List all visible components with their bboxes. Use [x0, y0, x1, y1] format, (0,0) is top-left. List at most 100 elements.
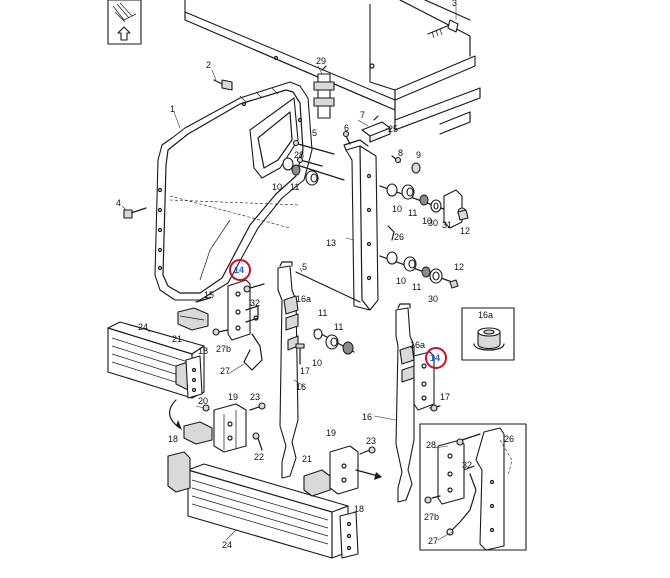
part-17-bolt-left — [295, 343, 305, 365]
label-6: 6 — [344, 123, 349, 133]
up-arrow-icon — [117, 26, 131, 41]
part-16-hanger-left — [277, 261, 299, 479]
part-19-hinge-bracket-lower — [329, 445, 359, 495]
label-16a-detail: 16a — [478, 310, 493, 320]
label-21-upper: 21 — [172, 334, 182, 344]
label-27b-main: 27b — [216, 344, 231, 354]
highlight-ring-14-right[interactable] — [425, 347, 447, 369]
part-21-pad-upper — [177, 307, 209, 331]
label-18-lower-right: 18 — [354, 504, 364, 514]
label-11-d: 11 — [334, 322, 343, 332]
label-28-detail: 28 — [426, 440, 436, 450]
bushing-set-lower — [313, 328, 355, 355]
part-27b-bolt — [212, 328, 229, 336]
label-17-right: 17 — [440, 392, 450, 402]
label-30-upper: 30 — [428, 218, 438, 228]
label-26-main: 26 — [394, 232, 404, 242]
label-9: 9 — [416, 150, 421, 160]
label-16a-left: 16a — [296, 294, 311, 304]
part-22-bolt — [252, 432, 263, 451]
label-27-main: 27 — [220, 366, 230, 376]
part-5-bolt-upper — [292, 139, 335, 155]
label-18-lower-left: 18 — [168, 434, 178, 444]
label-18-upper: 18 — [198, 346, 208, 356]
label-16-left: 16 — [296, 382, 306, 392]
detail-inset-hinge[interactable] — [419, 423, 527, 551]
part-26-clip — [387, 225, 395, 241]
part-28-bolt — [296, 156, 323, 167]
label-2: 2 — [206, 60, 211, 70]
part-12-nut-upper — [457, 209, 469, 221]
label-23-middle: 23 — [250, 392, 260, 402]
part-3-bolt — [427, 19, 459, 39]
part-23-bolt-middle — [249, 402, 266, 411]
bushing-set-middle-right — [379, 251, 459, 289]
info-book-icon — [112, 2, 137, 23]
bushing-set-upper-right — [379, 183, 453, 213]
label-11-b: 11 — [408, 208, 417, 218]
part-2-bolt — [213, 79, 233, 91]
part-19-hinge-bracket-middle — [213, 403, 247, 453]
highlight-ring-14-left[interactable] — [229, 259, 251, 281]
label-30-lower: 30 — [428, 294, 438, 304]
part-17-bolt-right — [429, 404, 441, 412]
label-7: 7 — [360, 110, 365, 120]
label-24-lower: 24 — [222, 540, 232, 550]
part-21-pad-middle — [183, 421, 213, 445]
part-13-step-hanger — [343, 139, 379, 311]
label-10-e: 10 — [312, 358, 322, 368]
part-8-bolt — [391, 155, 402, 164]
arrow-indicator-left — [169, 399, 182, 430]
label-4: 4 — [116, 198, 121, 208]
label-14-right[interactable]: 14 — [430, 353, 440, 363]
label-15: 15 — [204, 290, 214, 300]
label-29: 29 — [316, 56, 326, 66]
label-19-middle: 19 — [228, 392, 238, 402]
label-26-detail: 26 — [504, 434, 514, 444]
label-10-d: 10 — [396, 276, 406, 286]
label-32-main: 32 — [250, 298, 260, 308]
part-18-end-cap-lower-right — [339, 511, 359, 559]
part-15-bolt — [195, 297, 211, 303]
part-9-washer — [411, 162, 421, 174]
part-32-bolt-left — [243, 283, 265, 293]
label-22: 22 — [254, 452, 264, 462]
part-27-cable — [243, 315, 263, 371]
part-16-hanger-right — [395, 303, 415, 503]
label-11-c: 11 — [412, 282, 421, 292]
label-11-a: 11 — [290, 182, 299, 192]
label-28-main: 28 — [294, 150, 304, 160]
label-3: 3 — [452, 0, 457, 8]
label-25: 25 — [388, 124, 398, 134]
part-18-end-cap-upper — [185, 355, 203, 399]
part-29-bracket — [313, 65, 335, 119]
label-12-b: 12 — [454, 262, 464, 272]
part-14-hinge-plate-left — [227, 279, 259, 341]
frame-rail — [184, 0, 481, 135]
label-8: 8 — [398, 148, 403, 158]
label-14-left[interactable]: 14 — [234, 265, 244, 275]
label-11-e: 11 — [318, 308, 327, 318]
label-23-lower: 23 — [366, 436, 376, 446]
label-27-detail: 27 — [428, 536, 438, 546]
part-14-hinge-plate-right — [413, 351, 435, 411]
label-12-a: 12 — [460, 226, 470, 236]
info-box[interactable] — [107, 0, 142, 45]
label-5-middle: 5 — [302, 262, 307, 272]
bushing-set-upper-left — [282, 157, 345, 186]
label-10-b: 10 — [392, 204, 402, 214]
part-6-bolt — [342, 130, 351, 145]
label-19-lower: 19 — [326, 428, 336, 438]
label-16a-right: 16a — [410, 340, 425, 350]
label-32-detail: 32 — [462, 460, 472, 470]
label-17-left: 17 — [300, 366, 310, 376]
label-16-right: 16 — [362, 412, 372, 422]
leader-lines — [121, 6, 457, 541]
part-21-pad-lower — [303, 469, 331, 497]
label-1: 1 — [170, 104, 175, 114]
label-24-upper: 24 — [138, 322, 148, 332]
label-31: 31 — [442, 220, 452, 230]
detail-box-16a[interactable] — [461, 307, 515, 361]
label-27b-detail: 27b — [424, 512, 439, 522]
